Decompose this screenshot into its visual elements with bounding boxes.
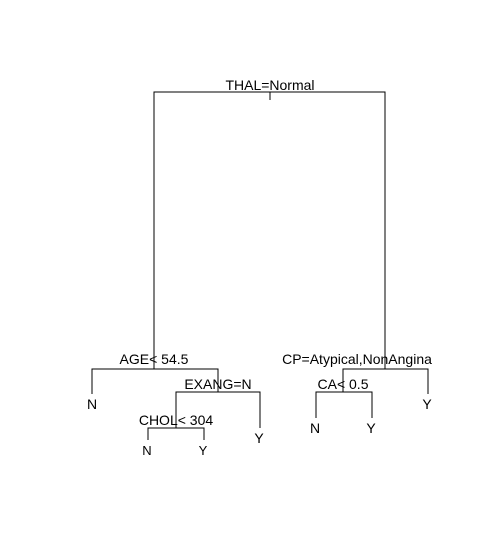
split-label-exang: EXANG=N [184, 376, 251, 392]
edge-ca-branches [315, 391, 373, 418]
edge-cp-branches [342, 368, 429, 394]
edge-exang-branches [175, 391, 261, 428]
split-label-chol: CHOL< 304 [139, 412, 214, 428]
leaf-chol-left: N [142, 443, 151, 458]
split-label-root: THAL=Normal [225, 77, 314, 93]
edge-age-branches [91, 368, 219, 394]
leaf-ca-left: N [310, 420, 320, 436]
tree-edges [91, 91, 429, 440]
edge-root-branches [153, 91, 386, 369]
leaf-ca-right: Y [366, 420, 376, 436]
split-labels: THAL=Normal AGE< 54.5 EXANG=N CHOL< 304 … [120, 77, 433, 428]
leaf-labels: N N Y Y N Y Y [87, 396, 432, 458]
leaf-cp-right: Y [422, 396, 432, 412]
split-label-age: AGE< 54.5 [120, 351, 189, 367]
leaf-chol-right: Y [199, 443, 208, 458]
leaf-exang-right: Y [254, 430, 264, 446]
leaf-age-left: N [87, 396, 97, 412]
edge-chol-branches [147, 427, 205, 440]
split-label-ca: CA< 0.5 [318, 376, 369, 392]
split-label-cp: CP=Atypical,NonAngina [282, 351, 432, 367]
